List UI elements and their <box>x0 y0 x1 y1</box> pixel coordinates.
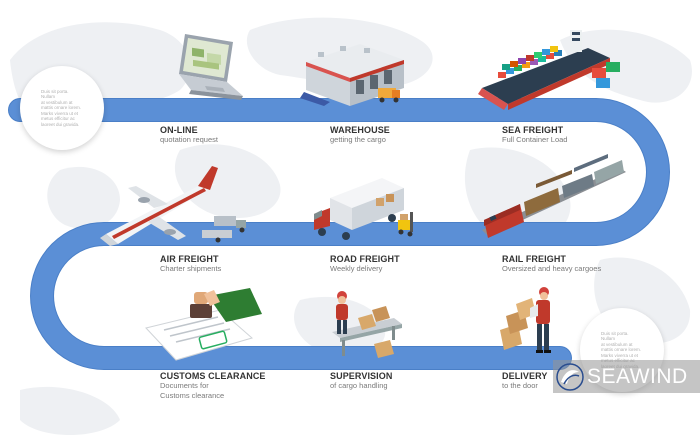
note-circle-left: Duis sit porta. Nullam at vestibulum at … <box>20 66 104 150</box>
step-rail-freight: RAIL FREIGHT Oversized and heavy cargoes <box>502 254 601 274</box>
step-warehouse: WAREHOUSE getting the cargo <box>330 125 390 145</box>
route-road <box>8 98 670 370</box>
cargo-ship-icon <box>478 30 620 110</box>
brand-name: SEAWIND <box>587 364 688 388</box>
step-road-freight: ROAD FREIGHT Weekly delivery <box>330 254 400 274</box>
warehouse-icon <box>300 44 404 106</box>
step-subtitle: Oversized and heavy cargoes <box>502 264 602 273</box>
step-title: DELIVERY <box>502 371 548 381</box>
truck-icon <box>314 178 413 240</box>
step-title: ROAD FREIGHT <box>330 254 400 264</box>
step-title: SUPERVISION <box>330 371 393 381</box>
step-subtitle: Charter shipments <box>160 264 222 273</box>
conveyor-worker-icon <box>332 291 402 358</box>
step-delivery: DELIVERY to the door <box>502 371 547 391</box>
step-online: ON-LINE quotation request <box>160 125 218 145</box>
step-air-freight: AIR FREIGHT Charter shipments <box>160 254 221 274</box>
train-icon <box>482 154 626 238</box>
step-subtitle: quotation request <box>160 135 218 144</box>
step-subtitle: Weekly delivery <box>330 264 383 273</box>
stamp-document-icon <box>145 288 262 361</box>
seawind-logo-icon <box>556 362 584 391</box>
step-customs-clearance: CUSTOMS CLEARANCE Documents for Customs … <box>160 371 266 400</box>
step-subtitle: to the door <box>502 381 538 390</box>
note-text-left: Duis sit porta. Nullam at vestibulum at … <box>41 88 82 127</box>
airplane-icon <box>100 166 246 246</box>
step-title: CUSTOMS CLEARANCE <box>160 371 266 381</box>
step-title: WAREHOUSE <box>330 125 390 135</box>
step-subtitle: Documents for Customs clearance <box>160 381 225 400</box>
step-title: ON-LINE <box>160 125 198 135</box>
step-subtitle: of cargo handling <box>330 381 388 390</box>
step-title: SEA FREIGHT <box>502 125 564 135</box>
delivery-man-icon <box>500 287 551 353</box>
step-subtitle: Full Container Load <box>502 135 568 144</box>
step-title: RAIL FREIGHT <box>502 254 567 264</box>
step-sea-freight: SEA FREIGHT Full Container Load <box>502 125 567 145</box>
step-subtitle: getting the cargo <box>330 135 386 144</box>
brand-watermark: SEAWIND <box>553 360 700 393</box>
step-title: AIR FREIGHT <box>160 254 219 264</box>
laptop-icon <box>179 34 243 100</box>
step-supervision: SUPERVISION of cargo handling <box>330 371 392 391</box>
